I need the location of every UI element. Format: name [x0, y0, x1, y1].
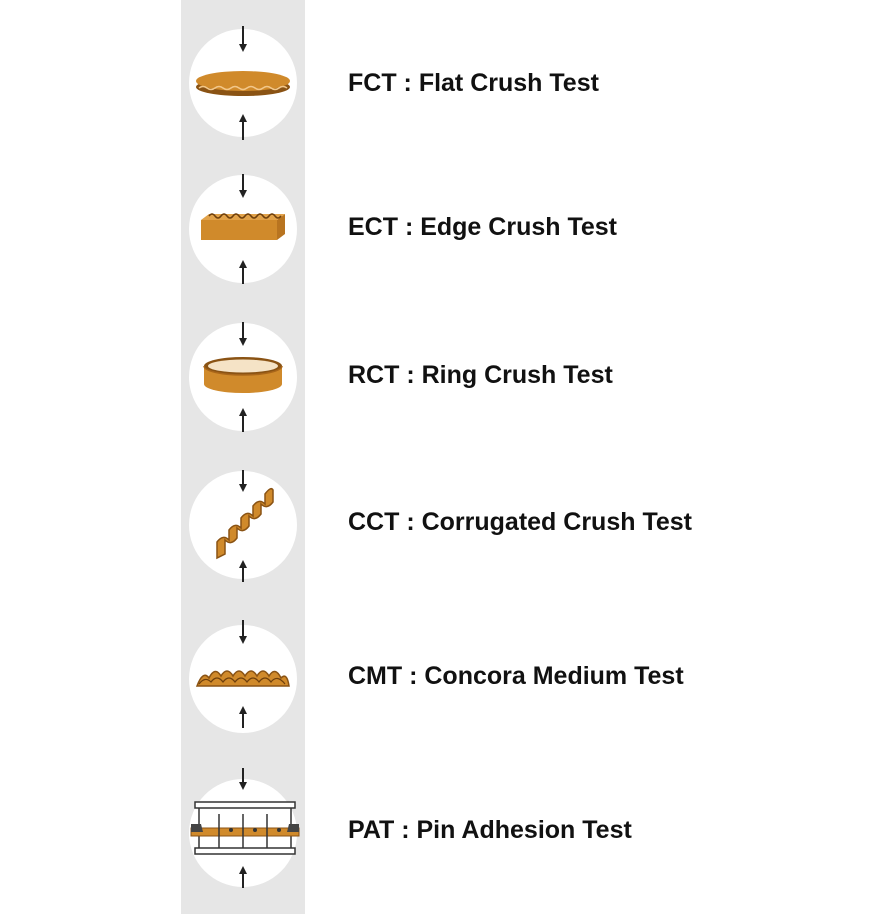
cct-icon-panel [181, 450, 305, 600]
test-row-fct: FCT : Flat Crush Test [0, 8, 889, 158]
ring-icon [189, 322, 297, 432]
test-label-fct: FCT : Flat Crush Test [348, 69, 599, 97]
cmt-icon-panel [181, 604, 305, 754]
pin-fixture-icon [189, 768, 300, 888]
test-row-rct: RCT : Ring Crush Test [0, 302, 889, 452]
corrugated-strip-icon [189, 470, 297, 582]
rct-icon-panel [181, 302, 305, 452]
pat-icon-panel [181, 758, 305, 908]
test-row-pat: PAT : Pin Adhesion Test [0, 758, 889, 908]
test-row-cmt: CMT : Concora Medium Test [0, 604, 889, 754]
test-row-cct: CCT : Corrugated Crush Test [0, 450, 889, 600]
test-label-cct: CCT : Corrugated Crush Test [348, 508, 692, 536]
edge-block-icon [189, 174, 297, 284]
test-label-cmt: CMT : Concora Medium Test [348, 662, 684, 690]
test-row-ect: ECT : Edge Crush Test [0, 154, 889, 304]
test-label-pat: PAT : Pin Adhesion Test [348, 816, 632, 844]
background-strip [181, 0, 305, 914]
fct-icon-panel [181, 8, 305, 158]
fluted-medium-icon [189, 620, 297, 733]
flat-disc-icon [189, 26, 297, 140]
test-label-ect: ECT : Edge Crush Test [348, 213, 618, 241]
test-label-rct: RCT : Ring Crush Test [348, 361, 613, 389]
ect-icon-panel [181, 154, 305, 304]
